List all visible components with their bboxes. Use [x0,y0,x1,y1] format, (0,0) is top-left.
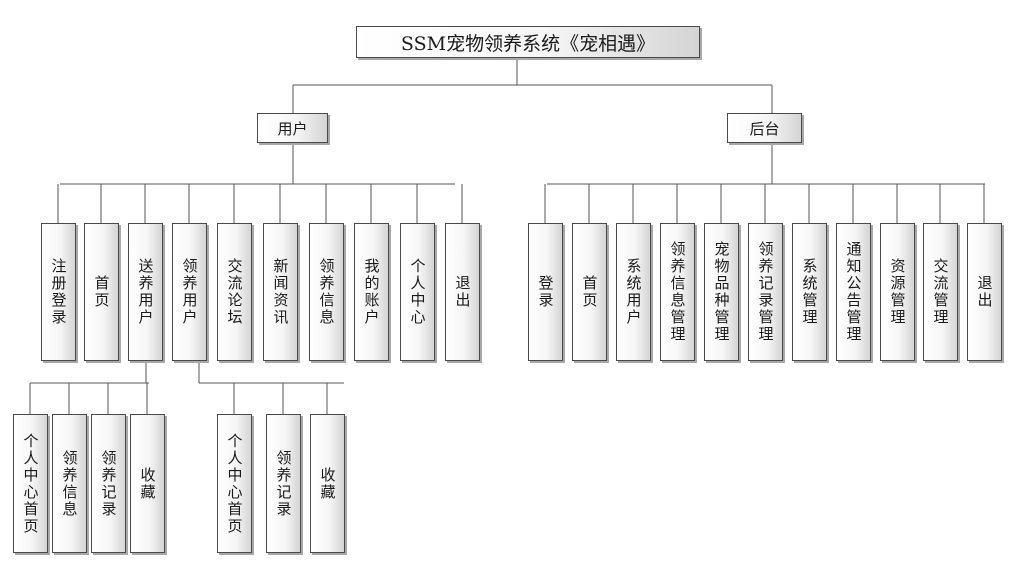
admin-module-label: 宠物品种管理 [712,241,731,343]
user-module-label: 新闻资讯 [271,258,290,326]
admin-module-node: 首页 [572,223,607,361]
admin-module-node: 登录 [528,223,563,361]
user-module-label: 领养用户 [180,258,199,326]
admin-module-node: 领养信息管理 [660,223,695,361]
user-module-node: 领养用户 [172,223,207,361]
adopter-module-label: 领养记录 [274,449,293,518]
user-module-node: 退出 [445,223,480,361]
admin-module-label: 通知公告管理 [844,241,863,343]
admin-node: 后台 [727,113,802,143]
admin-module-node: 系统用户 [616,223,651,361]
sender-module-label: 领养记录 [99,449,118,518]
user-module-node: 注册登录 [41,223,76,361]
user-module-node: 新闻资讯 [263,223,298,361]
user-module-node: 交流论坛 [217,223,252,361]
sender-module-label: 收藏 [138,466,157,501]
admin-module-node: 宠物品种管理 [704,223,739,361]
user-module-label: 我的账户 [362,258,381,326]
root-node: SSM宠物领养系统《宠相遇》 [356,26,700,58]
adopter-module-node: 收藏 [310,414,345,553]
user-module-label: 送养用户 [136,258,155,326]
admin-module-label: 交流管理 [931,258,950,326]
sender-module-label: 个人中心首页 [21,432,40,535]
admin-module-label: 退出 [975,275,994,309]
admin-module-node: 系统管理 [792,223,827,361]
admin-module-label: 资源管理 [888,258,907,326]
user-node: 用户 [257,113,328,143]
user-module-node: 首页 [84,223,119,361]
user-module-label: 个人中心 [408,258,427,326]
sender-module-label: 领养信息 [60,449,79,518]
admin-module-node: 退出 [967,223,1002,361]
admin-module-label: 系统管理 [800,258,819,326]
sender-module-node: 个人中心首页 [13,414,48,553]
adopter-module-label: 个人中心首页 [225,432,244,535]
adopter-module-node: 个人中心首页 [217,414,252,553]
admin-module-label: 领养记录管理 [756,241,775,343]
admin-module-node: 通知公告管理 [836,223,871,361]
adopter-module-node: 领养记录 [266,414,301,553]
admin-module-node: 交流管理 [923,223,958,361]
user-module-node: 我的账户 [354,223,389,361]
user-module-label: 退出 [453,275,472,309]
sender-module-node: 领养信息 [52,414,87,553]
admin-module-node: 领养记录管理 [748,223,783,361]
admin-module-label: 领养信息管理 [668,241,687,343]
admin-module-label: 系统用户 [624,258,643,326]
adopter-module-label: 收藏 [318,466,337,501]
user-module-node: 送养用户 [128,223,163,361]
sender-module-node: 收藏 [130,414,165,553]
admin-module-label: 登录 [536,275,555,309]
user-module-label: 注册登录 [49,258,68,326]
user-module-node: 领养信息 [309,223,344,361]
user-module-label: 首页 [92,275,111,309]
admin-module-label: 首页 [580,275,599,309]
user-module-label: 领养信息 [317,258,336,326]
sender-module-node: 领养记录 [91,414,126,553]
admin-module-node: 资源管理 [880,223,915,361]
user-module-label: 交流论坛 [225,258,244,326]
user-module-node: 个人中心 [400,223,435,361]
